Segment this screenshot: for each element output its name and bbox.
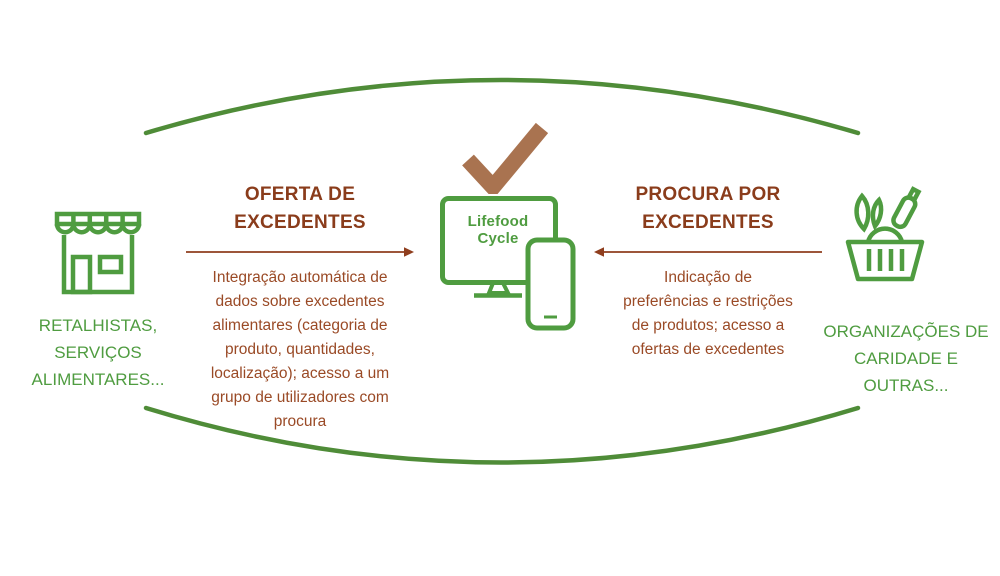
storefront-icon: [54, 211, 142, 295]
bottle-icon: [891, 186, 922, 230]
grocery-basket-icon: [845, 186, 925, 282]
offer-arrow-icon: [186, 247, 414, 257]
platform-name-line1: Lifefood: [467, 213, 529, 230]
demand-title: PROCURA POR EXCEDENTES: [635, 184, 781, 233]
offer-column: OFERTA DE EXCEDENTES Integração automáti…: [180, 181, 420, 434]
demand-column: PROCURA POR EXCEDENTES Indicação de pref…: [587, 181, 829, 362]
demand-description: Indicação de preferências e restrições d…: [623, 269, 793, 359]
leaf-small-icon: [870, 196, 884, 231]
basket-body-icon: [845, 239, 925, 282]
basket-handle-icon: [865, 226, 905, 243]
top-arc: [143, 77, 861, 136]
charities-label: ORGANIZAÇÕES DE CARIDADE E OUTRAS...: [823, 322, 989, 396]
leaf-icon: [854, 192, 871, 233]
bottom-arc: [143, 405, 861, 465]
platform-name: Lifefood Cycle: [446, 214, 550, 246]
platform-name-line2: Cycle: [477, 230, 519, 247]
offer-description: Integração automática de dados sobre exc…: [210, 269, 390, 431]
phone-icon: [525, 237, 576, 331]
monitor-stand-icon: [486, 282, 512, 295]
monitor-phone-icon: [440, 196, 576, 331]
demand-arrow-icon: [594, 247, 822, 257]
offer-title: OFERTA DE EXCEDENTES: [234, 184, 366, 233]
retailers-label: RETALHISTAS, SERVIÇOS ALIMENTARES...: [31, 316, 165, 390]
checkmark-icon: [462, 122, 548, 194]
